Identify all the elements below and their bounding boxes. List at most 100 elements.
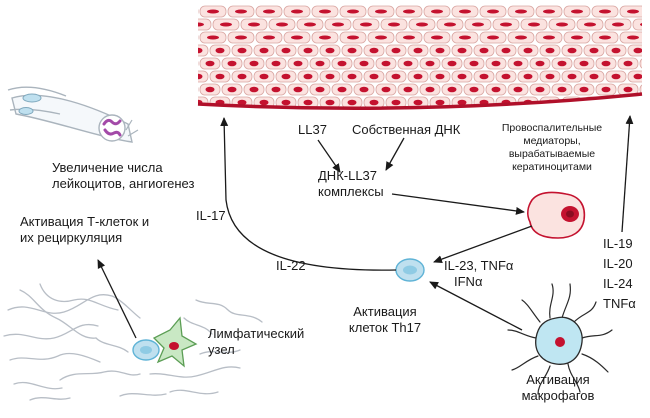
th17-activation-label: Активация клеток Th17 [330,304,440,336]
keratinocyte-nucleus [347,35,359,40]
keratinocyte [627,96,642,109]
keratinocyte-nucleus [514,113,523,119]
arrow-il17 [220,117,397,271]
keratinocyte-nucleus [627,35,639,40]
keratinocyte [200,110,220,121]
keratinocyte-nucleus [359,86,369,93]
lymph-node-network [3,283,263,401]
keratinocyte-nucleus [500,22,512,27]
keratinocyte-nucleus [184,87,193,93]
keratinocyte-nucleus [599,9,611,14]
keratinocyte-nucleus [444,22,456,27]
keratinocyte-nucleus [179,10,191,14]
keratinocyte-nucleus [237,99,247,106]
keratinocyte-nucleus [623,60,633,67]
lymph-node-label: Лимфатический узел [208,326,304,358]
keratinocyte-nucleus [347,73,357,80]
arrow-macrophage-to-th17 [429,281,523,331]
keratinocyte-nucleus [237,47,247,54]
keratinocyte [288,110,308,121]
complexes-line2: комплексы [318,184,384,199]
keratinocyte-nucleus [259,99,269,106]
keratinocyte-nucleus [375,35,387,40]
th17-line2: клеток Th17 [348,320,422,335]
keratinocyte-nucleus [220,22,232,27]
il23-line1: IL-23, TNFα [444,258,514,273]
keratinocyte-nucleus [369,47,379,54]
keratinocyte-nucleus [536,113,545,119]
keratinocyte-nucleus [205,60,215,67]
keratinocyte-nucleus [571,9,583,14]
keratinocyte-nucleus [528,22,540,27]
keratinocyte-nucleus [646,87,650,93]
keratinocyte-nucleus [281,73,291,80]
keratinocyte-nucleus [426,113,435,119]
keratinocyte-nucleus [589,73,599,80]
complexes-line1: ДНК-LL37 [318,168,378,183]
keratinocyte-nucleus [413,73,423,80]
keratinocyte-nucleus [558,113,567,119]
keratinocyte-nucleus [556,22,568,27]
keratinocyte-nucleus [276,22,288,27]
arrow-lymph-to-tcell [97,259,137,339]
keratinocyte-nucleus [303,99,313,106]
keratinocyte-nucleus [571,35,583,40]
keratinocyte-nucleus [325,99,335,106]
keratinocyte-nucleus [492,113,501,119]
keratinocyte-nucleus [459,35,471,40]
keratinocyte-nucleus [382,113,391,119]
tcell-activation-label: Активация Т-клеток и их рециркуляция [20,214,149,246]
keratinocyte-nucleus [472,22,484,27]
keratinocyte-nucleus [249,60,259,67]
keratinocyte-nucleus [271,86,281,93]
keratinocyte-nucleus [501,73,511,80]
mediators-line4: кератиноцитами [512,161,592,173]
keratinocyte [639,83,642,96]
leukocyte-label-line2: лейкоцитов, ангиогенез [52,176,195,191]
keratinocyte-nucleus [337,60,347,67]
keratinocyte-nucleus [281,47,291,54]
keratinocyte-nucleus [435,73,445,80]
activated-dendritic-cell [527,191,586,239]
leukocyte-label: Увеличение числа лейкоцитов, ангиогенез [52,160,194,192]
keratinocyte-nucleus [338,113,347,119]
macrophage-line2: макрофагов [521,388,595,403]
keratinocyte-nucleus [543,35,555,40]
keratinocyte-nucleus [589,47,599,54]
keratinocyte-nucleus [325,73,335,80]
th17-line1: Активация [353,304,417,319]
keratinocyte-nucleus [479,73,489,80]
keratinocyte-nucleus [359,60,369,67]
keratinocyte-nucleus [633,99,642,106]
keratinocyte-nucleus [601,86,611,93]
keratinocyte [198,5,199,18]
keratinocyte-nucleus [624,113,633,119]
keratinocyte-nucleus [602,113,611,119]
keratinocyte-nucleus [388,22,400,27]
keratinocyte-nucleus [263,35,275,40]
keratinocyte [222,110,242,121]
keratinocyte-nucleus [294,113,303,119]
keratinocyte-nucleus [391,99,401,106]
keratinocyte [640,110,650,121]
keratinocyte-nucleus [271,60,281,67]
keratinocyte-nucleus [375,9,387,14]
keratinocyte-nucleus [491,60,501,67]
cytokine-il24: IL-24 [603,276,633,291]
keratinocyte-nucleus [215,73,225,80]
tcell-activation-line2: их рециркуляция [20,230,123,245]
keratinocyte-nucleus [293,86,303,93]
keratinocyte-nucleus [184,61,193,67]
arrow-keratinocyte-cytokines [621,115,634,233]
keratinocyte [508,110,528,121]
keratinocyte-nucleus [545,73,555,80]
keratinocyte [639,57,642,70]
cytokine-il19: IL-19 [603,236,633,251]
keratinocyte-nucleus [567,47,577,54]
epidermis [179,5,650,121]
keratinocyte-nucleus [479,47,489,54]
keratinocyte-nucleus [391,73,401,80]
keratinocyte-nucleus [237,73,247,80]
keratinocyte-nucleus [248,22,260,27]
keratinocyte-nucleus [227,86,237,93]
